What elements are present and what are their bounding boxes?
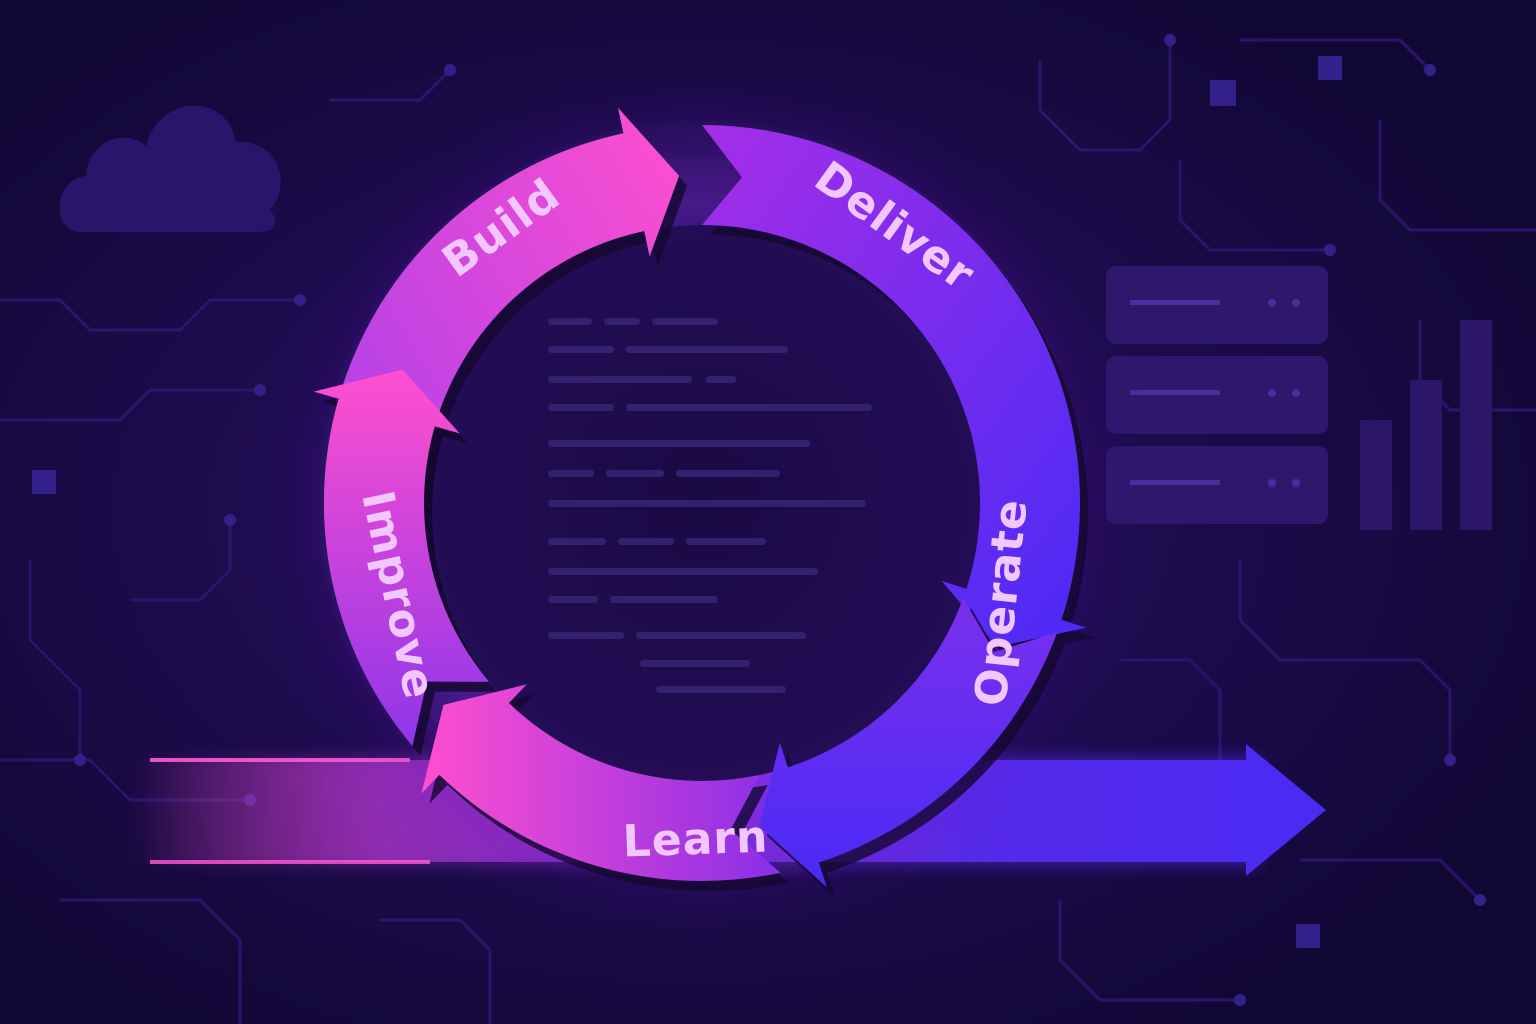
cycle-arrow-learn — [421, 684, 781, 881]
cloud-icon — [59, 105, 281, 232]
cycle-arrow-improve — [313, 369, 489, 746]
bar-chart-icon — [1360, 320, 1492, 530]
document-lines — [548, 318, 872, 693]
server-stack-icon — [1106, 266, 1328, 524]
cycle-arrow-deliver — [702, 125, 1087, 647]
circuit-lines — [0, 38, 1536, 1024]
step-label-learn: Learn — [622, 811, 769, 867]
cycle-segments — [313, 107, 1095, 898]
cycle-arrow-operate — [759, 598, 1058, 888]
